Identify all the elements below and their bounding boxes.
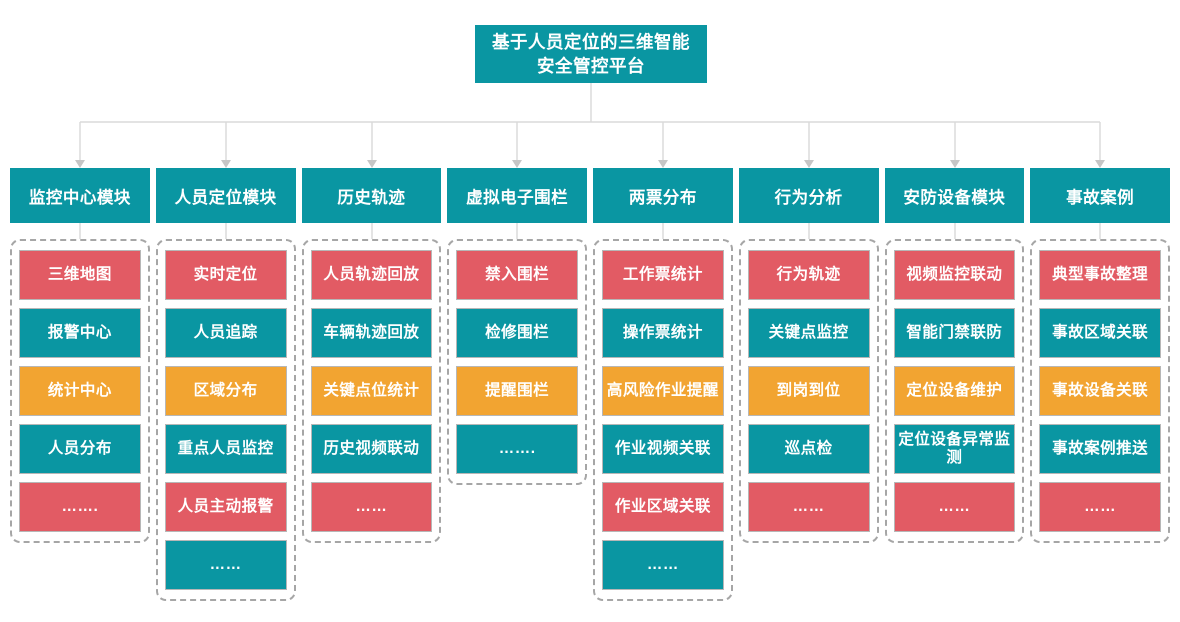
module-item: 事故设备关联 (1039, 366, 1161, 416)
module-columns: 监控中心模块 三维地图 报警中心 统计中心 人员分布 ……. 人员定位模块 实时… (10, 168, 1170, 601)
module-item: 禁入围栏 (456, 250, 578, 300)
module-item: ……. (19, 482, 141, 532)
module-item: …… (310, 482, 433, 532)
module-item: 检修围栏 (456, 308, 578, 358)
module-item: 统计中心 (19, 366, 141, 416)
module-items-container: 实时定位 人员追踪 区域分布 重点人员监控 人员主动报警 …… (155, 239, 296, 601)
module-item: 关键点位统计 (310, 366, 433, 416)
module-header: 历史轨迹 (301, 168, 442, 223)
module-item: 历史视频联动 (310, 424, 433, 474)
module-header: 两票分布 (593, 168, 733, 223)
module-item: 事故案例推送 (1039, 424, 1161, 474)
module-header: 监控中心模块 (10, 168, 150, 223)
module-item: 高风险作业提醒 (602, 366, 724, 416)
module-item: …… (164, 540, 287, 590)
module-column: 历史轨迹 人员轨迹回放 车辆轨迹回放 关键点位统计 历史视频联动 …… (301, 168, 442, 543)
module-item: …… (747, 482, 870, 532)
module-item: 报警中心 (19, 308, 141, 358)
module-items-container: 人员轨迹回放 车辆轨迹回放 关键点位统计 历史视频联动 …… (301, 239, 442, 543)
module-header: 事故案例 (1030, 168, 1170, 223)
module-column: 行为分析 行为轨迹 关键点监控 到岗到位 巡点检 …… (738, 168, 879, 543)
module-items-container: 三维地图 报警中心 统计中心 人员分布 ……. (10, 239, 150, 543)
module-item: 操作票统计 (602, 308, 724, 358)
module-item: 人员轨迹回放 (310, 250, 433, 300)
module-item: 典型事故整理 (1039, 250, 1161, 300)
root-node-title: 基于人员定位的三维智能安全管控平台 (492, 31, 690, 77)
module-column: 两票分布 工作票统计 操作票统计 高风险作业提醒 作业视频关联 作业区域关联 …… (593, 168, 733, 601)
module-item: 作业区域关联 (602, 482, 724, 532)
module-item: 到岗到位 (747, 366, 870, 416)
root-node: 基于人员定位的三维智能安全管控平台 (475, 25, 707, 83)
module-item: 车辆轨迹回放 (310, 308, 433, 358)
module-column: 安防设备模块 视频监控联动 智能门禁联防 定位设备维护 定位设备异常监测 …… (884, 168, 1025, 543)
module-item: …… (1039, 482, 1161, 532)
module-items-container: 禁入围栏 检修围栏 提醒围栏 ……. (447, 239, 587, 485)
module-column: 事故案例 典型事故整理 事故区域关联 事故设备关联 事故案例推送 …… (1030, 168, 1170, 543)
module-items-container: 视频监控联动 智能门禁联防 定位设备维护 定位设备异常监测 …… (884, 239, 1025, 543)
module-column: 监控中心模块 三维地图 报警中心 统计中心 人员分布 ……. (10, 168, 150, 543)
module-item: 视频监控联动 (893, 250, 1016, 300)
module-item: 人员主动报警 (164, 482, 287, 532)
module-item: 作业视频关联 (602, 424, 724, 474)
module-header: 虚拟电子围栏 (447, 168, 587, 223)
module-item: 提醒围栏 (456, 366, 578, 416)
module-items-container: 行为轨迹 关键点监控 到岗到位 巡点检 …… (738, 239, 879, 543)
module-item: 重点人员监控 (164, 424, 287, 474)
module-header: 人员定位模块 (155, 168, 296, 223)
module-item: 智能门禁联防 (893, 308, 1016, 358)
module-item: 区域分布 (164, 366, 287, 416)
module-item: 定位设备异常监测 (893, 424, 1016, 474)
module-items-container: 典型事故整理 事故区域关联 事故设备关联 事故案例推送 …… (1030, 239, 1170, 543)
module-item: 定位设备维护 (893, 366, 1016, 416)
module-items-container: 工作票统计 操作票统计 高风险作业提醒 作业视频关联 作业区域关联 …… (593, 239, 733, 601)
module-header: 安防设备模块 (884, 168, 1025, 223)
module-item: 事故区域关联 (1039, 308, 1161, 358)
module-header: 行为分析 (738, 168, 879, 223)
module-item: ……. (456, 424, 578, 474)
module-item: 工作票统计 (602, 250, 724, 300)
module-item: 关键点监控 (747, 308, 870, 358)
module-column: 虚拟电子围栏 禁入围栏 检修围栏 提醒围栏 ……. (447, 168, 587, 485)
module-item: 三维地图 (19, 250, 141, 300)
module-item: 人员分布 (19, 424, 141, 474)
module-item: 巡点检 (747, 424, 870, 474)
module-item: …… (602, 540, 724, 590)
module-item: 实时定位 (164, 250, 287, 300)
module-item: 行为轨迹 (747, 250, 870, 300)
module-item: 人员追踪 (164, 308, 287, 358)
module-item: …… (893, 482, 1016, 532)
module-column: 人员定位模块 实时定位 人员追踪 区域分布 重点人员监控 人员主动报警 …… (155, 168, 296, 601)
